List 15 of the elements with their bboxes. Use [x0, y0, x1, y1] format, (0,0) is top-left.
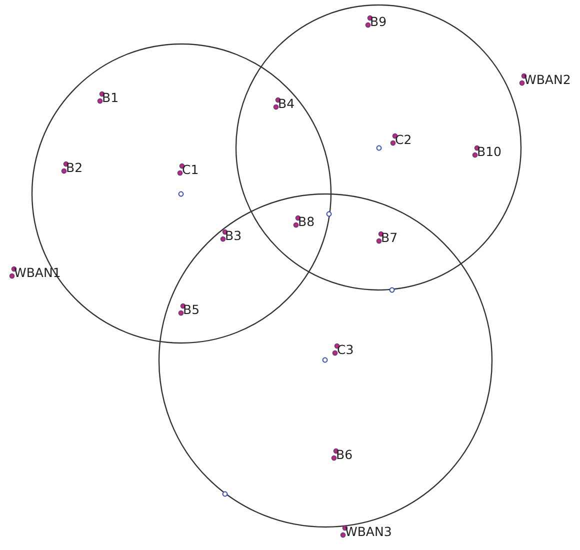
- point-label: B6: [336, 448, 353, 462]
- point-label: B4: [278, 97, 295, 111]
- point-label: B9: [370, 15, 387, 29]
- point-label: B2: [66, 161, 83, 175]
- point-label: C1: [182, 163, 199, 177]
- point-label: B3: [225, 229, 242, 243]
- point-label: B10: [477, 145, 502, 159]
- point-label: C2: [395, 133, 412, 147]
- point-label: B7: [381, 231, 398, 245]
- point-label: B1: [102, 91, 119, 105]
- point-label: WBAN2: [524, 73, 571, 87]
- point-label: C3: [337, 343, 354, 357]
- point-label: WBAN3: [345, 525, 392, 539]
- point-label: B5: [183, 303, 200, 317]
- point-label: B8: [298, 215, 315, 229]
